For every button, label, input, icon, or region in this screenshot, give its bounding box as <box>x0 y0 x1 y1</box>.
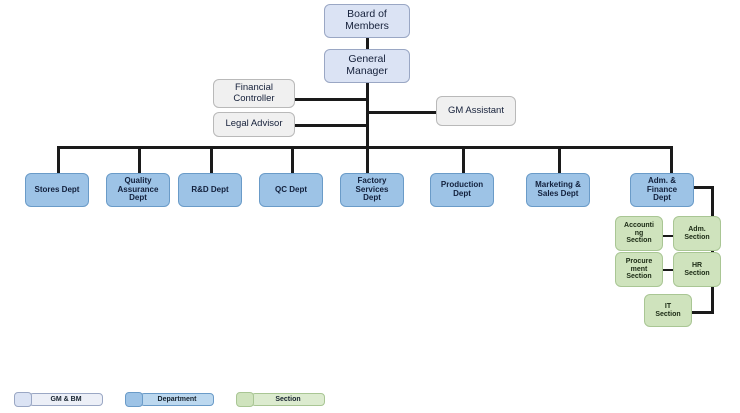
node-legal-advisor[interactable]: Legal Advisor <box>213 112 295 137</box>
node-dept-rnd[interactable]: R&D Dept <box>178 173 242 207</box>
connector-gm-assistant <box>366 111 438 114</box>
node-label: Stores Dept <box>34 184 80 194</box>
legend-label-section: Section <box>251 392 325 406</box>
connector-adm-finance-elbow <box>692 186 713 189</box>
legend-swatch-department <box>125 391 143 407</box>
node-dept-marketing-sales[interactable]: Marketing &Sales Dept <box>526 173 590 207</box>
legend-label-gm-bm: GM & BM <box>29 392 103 406</box>
connector-branch-it-section <box>683 311 714 314</box>
node-label: GM Assistant <box>448 104 504 116</box>
node-dept-stores[interactable]: Stores Dept <box>25 173 89 207</box>
node-gm-assistant[interactable]: GM Assistant <box>436 96 516 126</box>
connector-accounting-to-adm <box>662 235 674 237</box>
node-label: Adm.Section <box>684 225 710 241</box>
node-section-adm[interactable]: Adm.Section <box>673 216 721 251</box>
node-label: Legal Advisor <box>225 118 283 130</box>
node-label: Marketing &Sales Dept <box>535 180 581 198</box>
connector-drop-qc <box>291 146 294 173</box>
legend-item-department: Department <box>125 391 214 407</box>
legend-swatch-gm-bm <box>14 391 32 407</box>
node-label: R&D Dept <box>191 184 229 194</box>
connector-drop-quality-assurance <box>138 146 141 173</box>
connector-board-to-gm <box>366 37 369 50</box>
connector-drop-production <box>462 146 465 173</box>
connector-department-bus <box>57 146 673 149</box>
connector-drop-adm-finance <box>670 146 673 173</box>
connector-drop-marketing-sales <box>558 146 561 173</box>
node-label: QC Dept <box>275 184 307 194</box>
legend-item-section: Section <box>236 391 325 407</box>
connector-drop-factory-services <box>366 146 369 173</box>
legend-label-department: Department <box>140 392 214 406</box>
connector-gm-spine <box>366 82 369 148</box>
node-dept-qc[interactable]: QC Dept <box>259 173 323 207</box>
legend: GM & BM Department Section <box>14 389 347 409</box>
legend-item-gm-bm: GM & BM <box>14 391 103 407</box>
connector-procurement-to-hr <box>662 269 674 271</box>
connector-financial-controller <box>293 98 368 101</box>
connector-drop-rnd <box>210 146 213 173</box>
connector-legal-advisor <box>293 124 368 127</box>
connector-drop-stores <box>57 146 60 173</box>
legend-swatch-section <box>236 391 254 407</box>
